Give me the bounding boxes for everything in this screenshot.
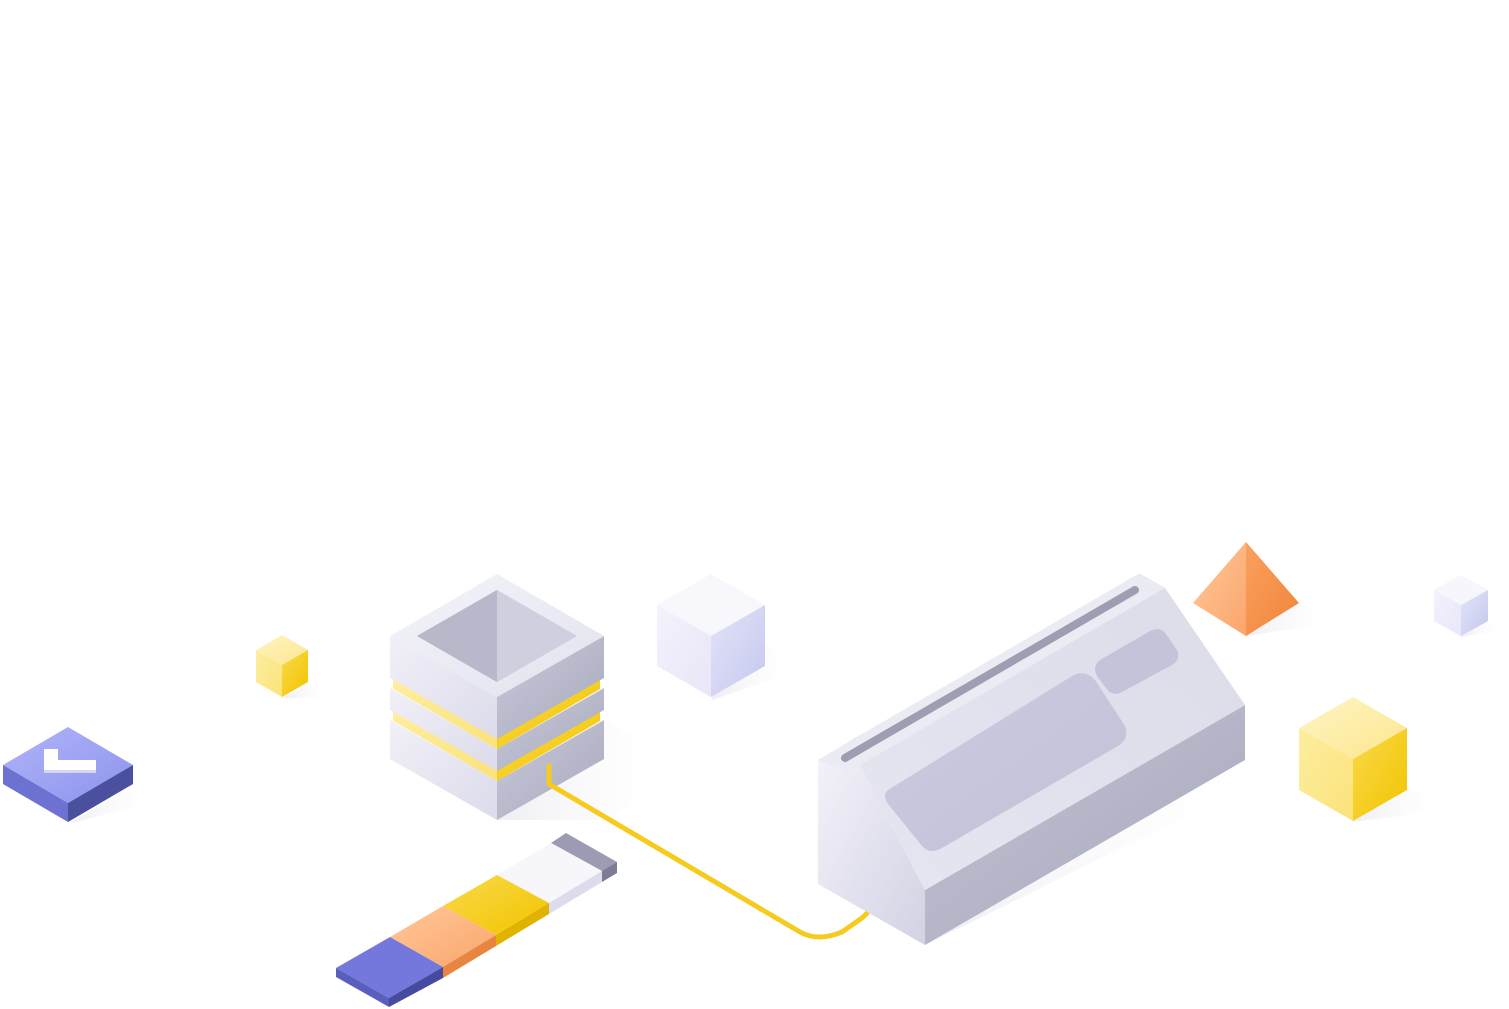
server-tier-1-right — [497, 636, 604, 739]
tile-shadow — [68, 786, 160, 824]
pyramid-left-face — [1193, 542, 1246, 636]
machine-base-side — [925, 705, 1245, 945]
terminal-machine — [818, 574, 1245, 945]
swatch-segment-indigo — [336, 937, 443, 998]
swatch-tab-top — [551, 833, 617, 871]
swatch-segment-white-side — [549, 871, 602, 914]
server-tier-2-right — [497, 688, 604, 771]
indigo-tile-left — [3, 765, 68, 822]
color-swatch-strip — [336, 833, 617, 1007]
indigo-tile-right — [68, 765, 133, 822]
tile-mark-edge — [44, 770, 96, 773]
swatch-segment-indigo-side — [389, 967, 443, 1007]
swatch-segment-white — [497, 843, 602, 903]
lavender-cube-left — [657, 605, 711, 697]
server-tier-1-left — [390, 636, 497, 739]
pyramid-shadow — [1246, 603, 1340, 636]
orange-pyramid — [1193, 542, 1299, 636]
small-lavender-cube-left — [1434, 590, 1461, 636]
large-yellow-cube-left — [1299, 728, 1353, 821]
server-well-left — [417, 590, 497, 682]
swatch-tab-side — [602, 862, 617, 882]
small-lavender-cube-right — [1461, 590, 1488, 636]
machine-front-face — [818, 742, 925, 945]
lavender-cube — [657, 574, 765, 697]
swatch-segment-yellow — [443, 875, 549, 935]
lavender-cube-right — [711, 605, 765, 697]
server-tier-2-left — [390, 688, 497, 771]
indigo-tile — [3, 727, 133, 822]
server-shadow — [497, 720, 690, 820]
swatch-segment-orange — [390, 906, 496, 967]
big-yellow-cube-shadow — [1352, 787, 1450, 822]
machine-slot — [841, 586, 1139, 762]
swatch-segment-yellow-side — [496, 903, 549, 946]
pyramid-right-face — [1246, 542, 1299, 636]
server-tier-3-left — [390, 720, 497, 820]
small-yellow-cube-shadow — [282, 685, 332, 698]
large-yellow-cube — [1299, 697, 1407, 821]
swatch-segment-indigo-front — [336, 968, 389, 1007]
large-yellow-cube-right — [1353, 728, 1407, 821]
lavender-cube-shadow — [712, 645, 805, 700]
small-yellow-cube-right — [282, 650, 308, 697]
tiny-cube-shadow — [1460, 620, 1505, 637]
swatch-segment-orange-side — [443, 935, 496, 978]
server-well-right — [497, 590, 577, 682]
machine-main-screen — [885, 673, 1127, 852]
small-yellow-cube-left — [256, 650, 282, 697]
small-yellow-cube — [256, 635, 308, 697]
small-lavender-cube — [1434, 575, 1488, 636]
tile-mark-icon — [44, 749, 96, 770]
machine-small-panel — [1095, 629, 1179, 694]
